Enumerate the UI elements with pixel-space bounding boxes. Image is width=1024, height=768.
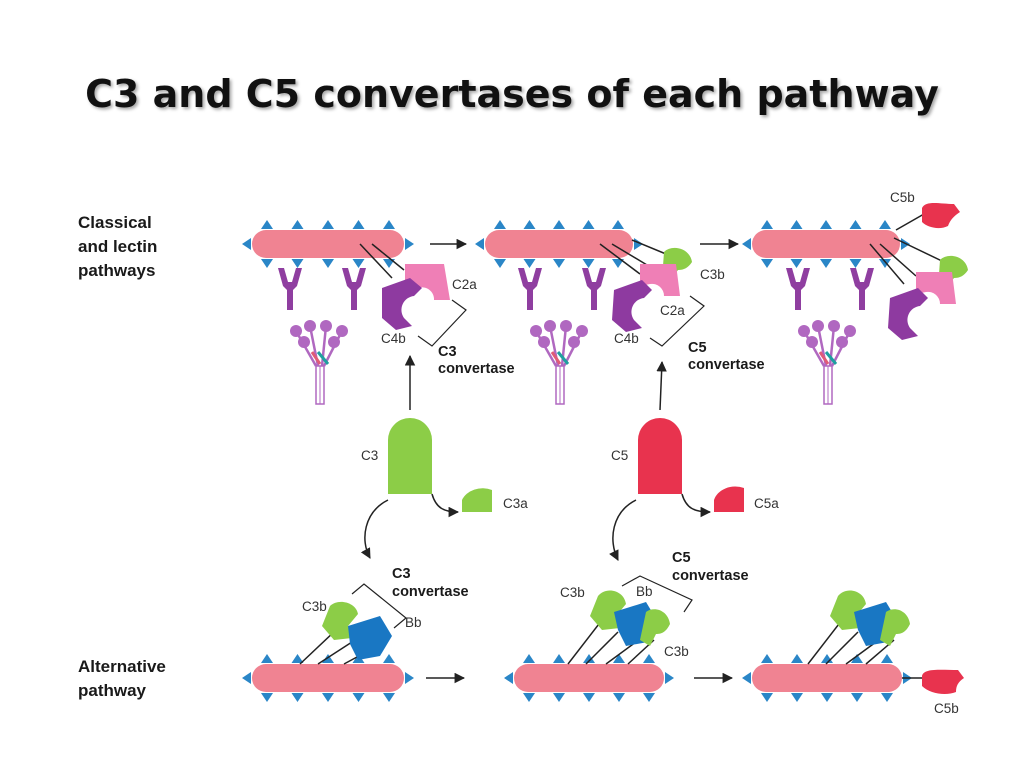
c3-convertase-bracket-1 — [417, 299, 467, 347]
c3bbb-complex-1 — [299, 601, 392, 665]
c5-convertase-bracket-1 — [649, 295, 705, 347]
membrane-bottom-3 — [742, 654, 912, 702]
c2a-fragment-1 — [405, 264, 450, 300]
antibody-c1-complex-2 — [518, 268, 606, 405]
c3b-fragment-alt3b — [880, 609, 910, 646]
c5-convertase-label-2: C5 convertase — [672, 550, 749, 584]
bb-fragment-alt1 — [348, 616, 392, 660]
c3bbb3b-complex — [567, 590, 670, 665]
classical-pathway-label: Classical and lectin pathways — [78, 213, 162, 280]
alternative-pathway-label: Alternative pathway — [78, 657, 171, 700]
c3bbb3b-c5b-complex — [807, 590, 964, 694]
membrane-bottom-1 — [242, 654, 414, 702]
antibody-c1-complex-1 — [278, 268, 366, 405]
c3-molecule — [388, 418, 432, 494]
slide-title: C3 and C5 convertases of each pathway — [85, 72, 939, 116]
arrow-c3-to-alt — [360, 499, 389, 559]
c2a-fragment-3 — [916, 272, 956, 304]
antibody-c1-complex-3 — [786, 268, 874, 405]
c5b-label-top: C5b — [890, 190, 915, 205]
arrow-c5-to-alt — [609, 499, 637, 561]
c3b-label-alt2a: C3b — [560, 585, 585, 600]
c3-convertase-label-1: C3 convertase — [438, 344, 515, 377]
c3-convertase-label-2: C3 convertase — [392, 566, 469, 600]
c2a-label-1: C2a — [452, 277, 477, 292]
c3a-fragment — [462, 488, 492, 512]
arrow-c5-to-convertase — [656, 360, 667, 411]
c5a-label: C5a — [754, 496, 779, 511]
c5b-label-bottom: C5b — [934, 701, 959, 716]
c3b-label-alt1: C3b — [302, 599, 327, 614]
bb-label-alt1: Bb — [405, 615, 422, 630]
c4b-label-2: C4b — [614, 331, 639, 346]
c4b2a-complex-1 — [359, 243, 450, 330]
c3b-label-alt2b: C3b — [664, 644, 689, 659]
c5b-fragment-top — [922, 203, 960, 229]
membrane-top-1 — [242, 220, 414, 268]
c2a-fragment-2 — [640, 264, 680, 296]
bb-label-alt2: Bb — [636, 584, 653, 599]
membrane-top-3 — [742, 220, 910, 268]
c4b-label-1: C4b — [381, 331, 406, 346]
c3b-label-2: C3b — [700, 267, 725, 282]
c5-convertase-label-1: C5 convertase — [688, 340, 765, 373]
membrane-bottom-2 — [504, 654, 674, 702]
c4b2a3b-complex — [599, 239, 692, 332]
c5-label: C5 — [611, 448, 628, 463]
c3b-fragment-alt2b — [640, 609, 670, 646]
c3a-label: C3a — [503, 496, 528, 511]
c3-label: C3 — [361, 448, 378, 463]
c5-molecule — [638, 418, 682, 494]
c2a-label-2: C2a — [660, 303, 685, 318]
c5-convertase-bracket-2 — [621, 575, 693, 613]
c4b-fragment-3 — [888, 288, 928, 340]
c4b2a3b-c5b-complex — [869, 203, 968, 340]
membrane-top-2 — [475, 220, 643, 268]
arrow-c5-to-c5a — [681, 493, 712, 518]
c3-convertase-bracket-2 — [351, 583, 407, 629]
c5b-fragment-bottom — [922, 669, 964, 694]
c5a-fragment — [714, 486, 744, 512]
c4b-fragment-2 — [612, 280, 652, 332]
c4b-fragment-1 — [382, 278, 422, 330]
arrow-c3-to-c3a — [431, 493, 460, 518]
